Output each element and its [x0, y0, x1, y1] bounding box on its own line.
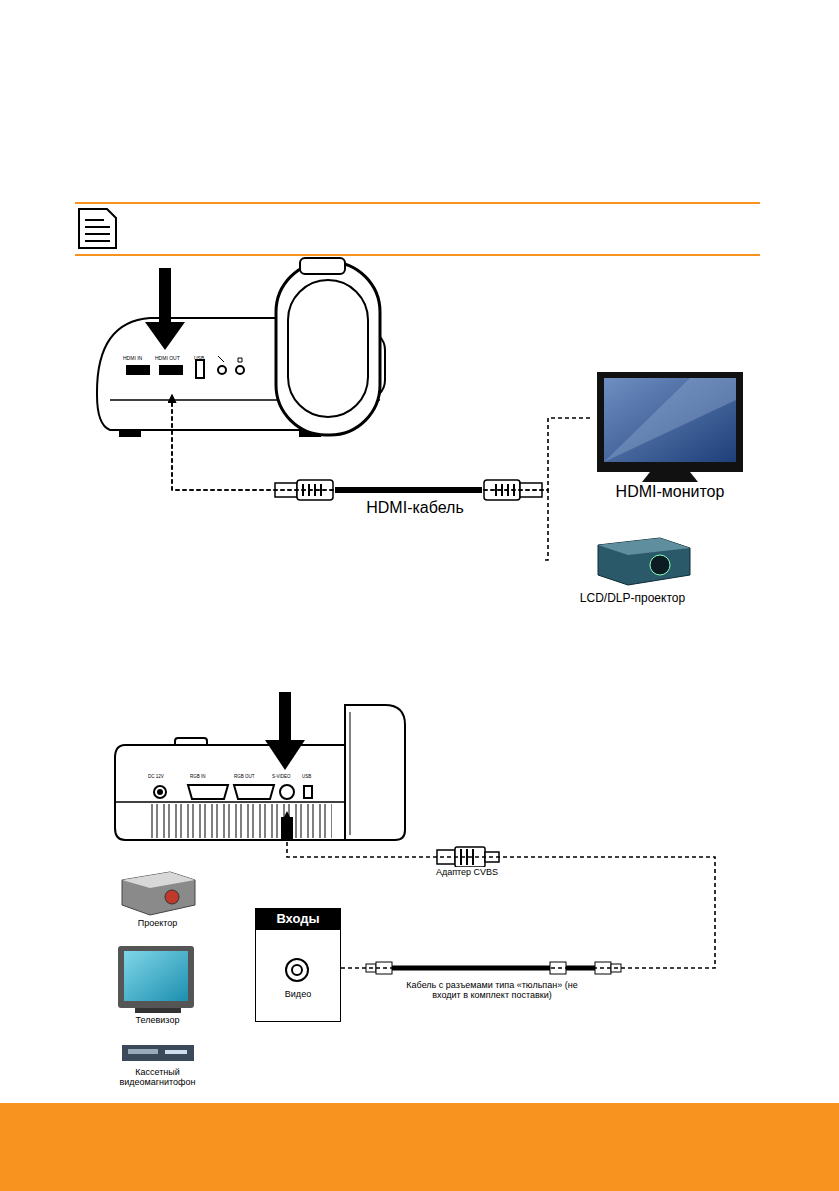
output-device: Телевизор	[105, 942, 210, 1030]
document-camera-back	[150, 804, 332, 838]
document-camera-side	[127, 366, 149, 374]
projector-icon	[122, 872, 195, 888]
document-camera-side	[300, 258, 345, 274]
insert-arrow	[265, 692, 305, 770]
note-icon	[75, 203, 760, 255]
dashed-connector	[287, 812, 715, 968]
document-camera-side	[218, 366, 226, 374]
jack-label: Видео	[256, 989, 340, 999]
video-input-box	[292, 965, 302, 975]
insert-arrow	[145, 268, 185, 350]
document-camera-back	[115, 705, 405, 840]
device-label: HDMI-монитор	[590, 483, 750, 501]
lcd-projector	[598, 538, 690, 555]
insert-arrow	[279, 692, 291, 740]
document-camera-back	[115, 801, 348, 803]
video-input-box: ВходыВидео	[255, 908, 341, 1022]
document-camera-side	[236, 366, 244, 374]
cable-note: Кабель с разъемами типа «тюльпан» (не вх…	[395, 980, 589, 1001]
tv-icon	[135, 1008, 181, 1013]
vcr-icon	[122, 1045, 194, 1061]
document-camera-side	[160, 366, 182, 374]
note-icon	[75, 202, 760, 204]
document-camera-side	[97, 318, 300, 430]
port-name: USB	[194, 356, 214, 362]
port-name: HDMI OUT	[155, 356, 189, 362]
hdmi-cable	[275, 483, 297, 497]
projector-icon	[165, 890, 179, 904]
device-label: Проектор	[105, 918, 210, 928]
hdmi-monitor	[597, 372, 743, 482]
projector-icon	[122, 872, 195, 915]
footer-bar	[0, 1103, 839, 1191]
monitor-device: HDMI-монитор	[590, 370, 750, 505]
projector-device: LCD/DLP-проектор	[545, 528, 720, 612]
cvbs-adapter	[437, 850, 455, 864]
output-device: Кассетный видеомагнитофон	[100, 1040, 215, 1098]
device-label: Кассетный видеомагнитофон	[110, 1067, 205, 1088]
vcr-icon	[165, 1050, 187, 1054]
document-camera-side	[120, 430, 140, 436]
insert-arrow	[159, 268, 171, 322]
document-camera-back	[350, 712, 351, 835]
video-input-box	[255, 908, 341, 1022]
insert-arrow	[145, 322, 185, 350]
document-camera-back	[280, 785, 294, 799]
note-icon	[79, 209, 116, 248]
document-camera-back	[154, 786, 166, 798]
box-heading: Входы	[256, 909, 340, 930]
vcr-icon	[128, 1049, 158, 1054]
insert-arrow	[265, 740, 305, 770]
port-name: HDMI IN	[123, 356, 157, 362]
video-input-box	[255, 908, 341, 1022]
camera-port-panel: HDMI INHDMI OUT USB	[115, 352, 265, 395]
document-camera-back	[234, 785, 274, 799]
document-camera-back	[345, 705, 405, 840]
port-name: S-VIDEO	[272, 774, 302, 779]
hdmi-monitor	[604, 378, 736, 462]
port-name: RGB OUT	[234, 774, 268, 779]
hdmi-monitor	[597, 372, 743, 472]
document-camera-back	[115, 745, 348, 840]
vcr-icon	[122, 1045, 194, 1061]
port-name: RGB IN	[190, 774, 220, 779]
note-icon	[85, 220, 110, 241]
document-camera-side	[196, 360, 204, 378]
document-camera-side	[97, 258, 385, 436]
tv-icon	[118, 946, 194, 1008]
document-camera-side	[218, 356, 242, 362]
device-label: LCD/DLP-проектор	[545, 592, 720, 606]
hdmi-monitor	[604, 378, 736, 462]
port-name: DC 12V	[148, 774, 178, 779]
document-camera-side	[276, 262, 380, 435]
lcd-projector	[598, 538, 690, 585]
edge-label: HDMI-кабель	[364, 499, 465, 517]
camera-port-panel: DC 12V RGB IN RGB OUT S-VIDEOUSB	[140, 770, 340, 812]
lcd-projector	[650, 555, 670, 575]
dashed-connector	[172, 395, 590, 490]
device-label: Телевизор	[105, 1015, 210, 1025]
port-name: USB	[302, 774, 322, 779]
document-camera-side	[288, 280, 368, 417]
hdmi-monitor	[642, 472, 698, 482]
projector-icon	[122, 872, 195, 915]
document-camera-back	[304, 786, 312, 798]
tv-icon	[124, 951, 188, 1001]
tv-icon	[118, 946, 194, 1013]
note-icon	[75, 254, 760, 256]
hdmi-cable	[520, 483, 542, 497]
dashed-connector	[172, 395, 548, 560]
document-camera-back	[188, 785, 228, 799]
document-camera-back	[158, 790, 162, 794]
edge-label: Адаптер CVBS	[434, 867, 500, 877]
lcd-projector	[598, 538, 690, 585]
output-device: Проектор	[105, 865, 210, 935]
video-input-box	[286, 959, 308, 981]
